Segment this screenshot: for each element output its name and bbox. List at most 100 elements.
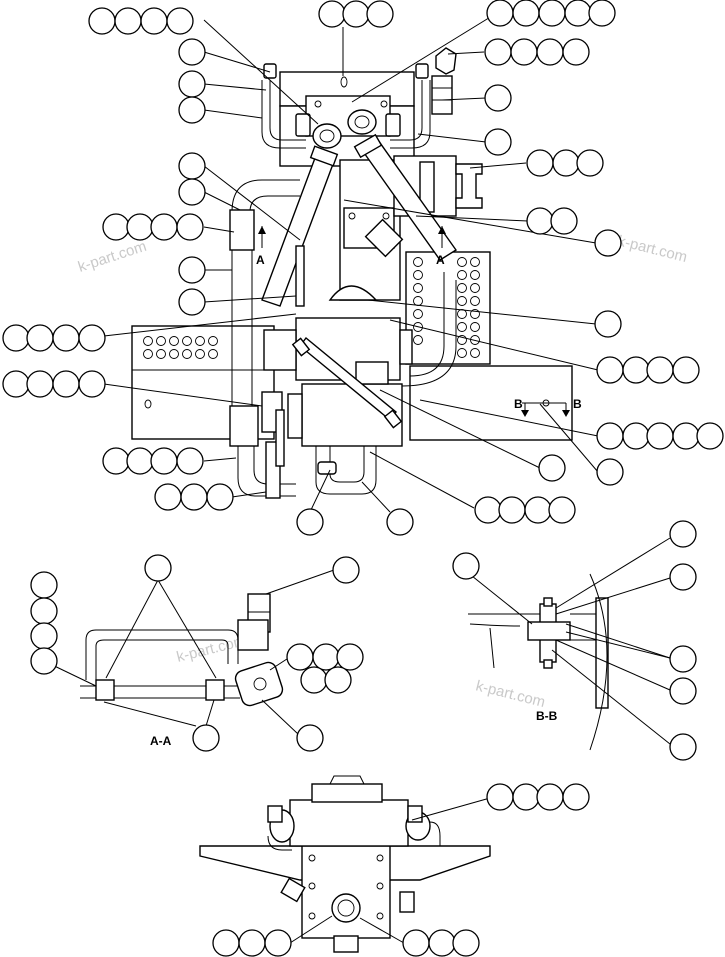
callout-bubble <box>178 38 206 66</box>
elbow-fitting-top-right <box>435 47 457 75</box>
callout-bubbles-aa <box>30 554 364 752</box>
hose-elbow-right <box>347 109 377 135</box>
callout-bubble <box>52 324 80 352</box>
callout-bubble <box>510 38 538 66</box>
callout-bubble <box>300 666 328 694</box>
callout-bubble <box>336 643 364 671</box>
callout-bubbles-main <box>2 0 724 536</box>
callout-bubble <box>88 7 116 35</box>
callout-bubble <box>318 0 346 28</box>
flange-a <box>234 661 284 707</box>
section-b-label-left: B <box>514 397 523 411</box>
callout-bubble <box>2 370 30 398</box>
callout-bubble <box>102 213 130 241</box>
callout-bubble <box>452 552 480 580</box>
callout-bubble <box>498 496 526 524</box>
callout-bubble <box>332 556 360 584</box>
hose-elbow-left <box>312 123 342 149</box>
callout-bubble <box>596 458 624 486</box>
callout-bubble <box>26 324 54 352</box>
callout-bubble <box>562 38 590 66</box>
callout-bubble <box>264 929 292 957</box>
callout-bubble <box>538 454 566 482</box>
callout-bubble <box>696 422 724 450</box>
watermark-3: k-part.com <box>175 632 248 666</box>
callout-bubble <box>486 783 514 811</box>
main-assembly-view: A A B B <box>131 47 582 499</box>
callout-bubble <box>452 929 480 957</box>
callout-bubble <box>238 929 266 957</box>
callout-bubble <box>596 356 624 384</box>
callout-bubble <box>562 783 590 811</box>
callout-bubble <box>669 677 697 705</box>
callout-bubble <box>646 422 674 450</box>
callout-bubble <box>206 483 234 511</box>
callout-bubble <box>669 733 697 761</box>
left-plate-hole-grid <box>143 336 218 359</box>
callout-bubble <box>536 38 564 66</box>
bottom-housing <box>301 845 391 939</box>
callout-bubble <box>140 7 168 35</box>
view-aa-label: A-A <box>150 734 172 748</box>
callout-bubble <box>669 563 697 591</box>
callout-bubble <box>192 724 220 752</box>
bottom-plug <box>333 935 359 953</box>
callout-bubble <box>26 370 54 398</box>
view-b-b: B-B <box>468 573 609 751</box>
bottom-upper-block <box>289 799 409 847</box>
watermark-1: k-part.com <box>76 238 149 276</box>
callout-bubbles-bb <box>452 520 697 761</box>
callout-bubble <box>552 149 580 177</box>
section-a-label-left: A <box>256 253 265 267</box>
callout-bubble <box>548 496 576 524</box>
callout-bubble <box>126 447 154 475</box>
callout-bubble <box>166 7 194 35</box>
callout-bubble <box>178 178 206 206</box>
callout-bubble <box>386 508 414 536</box>
left-vertical-pipe-bottom <box>229 405 259 447</box>
callout-bubble <box>366 0 394 28</box>
callout-bubble <box>524 496 552 524</box>
callout-bubble <box>30 597 58 625</box>
bottom-shaft <box>331 893 361 923</box>
view-a-a: A-A <box>80 593 284 748</box>
callout-bubble <box>178 256 206 284</box>
callout-bubble <box>154 483 182 511</box>
callout-bubble <box>212 929 240 957</box>
wall-plate-b <box>595 597 609 709</box>
callout-bubble <box>538 0 566 27</box>
left-vertical-pipe-top <box>229 209 255 251</box>
callout-bubble <box>176 213 204 241</box>
callout-bubble <box>30 647 58 675</box>
callout-bubble <box>622 356 650 384</box>
callout-bubble <box>78 370 106 398</box>
callout-bubble <box>78 324 106 352</box>
view-bb-label: B-B <box>536 709 558 723</box>
clamp-right <box>205 679 225 701</box>
callout-bubble <box>312 643 340 671</box>
bolt-b <box>527 621 571 641</box>
callout-bubble <box>428 929 456 957</box>
callout-bubble <box>296 508 324 536</box>
callout-bubble <box>646 356 674 384</box>
callout-bubble <box>564 0 592 27</box>
callout-bubble <box>178 96 206 124</box>
callout-bubble <box>512 0 540 27</box>
callout-bubble <box>150 447 178 475</box>
callout-bubble <box>178 70 206 98</box>
callout-bubble <box>176 447 204 475</box>
callout-bubble <box>474 496 502 524</box>
callout-bubble <box>178 288 206 316</box>
right-spool <box>455 163 483 209</box>
diagonal-rod <box>299 336 397 422</box>
bottom-assembly-view <box>199 775 491 953</box>
section-a-label-right: A <box>436 253 445 267</box>
callout-bubble <box>126 213 154 241</box>
bottom-top-cap <box>311 783 383 803</box>
callout-bubble <box>536 783 564 811</box>
callout-bubble <box>180 483 208 511</box>
callout-bubble <box>672 422 700 450</box>
leader-lines-bb <box>471 537 671 745</box>
callout-bubble <box>526 207 554 235</box>
